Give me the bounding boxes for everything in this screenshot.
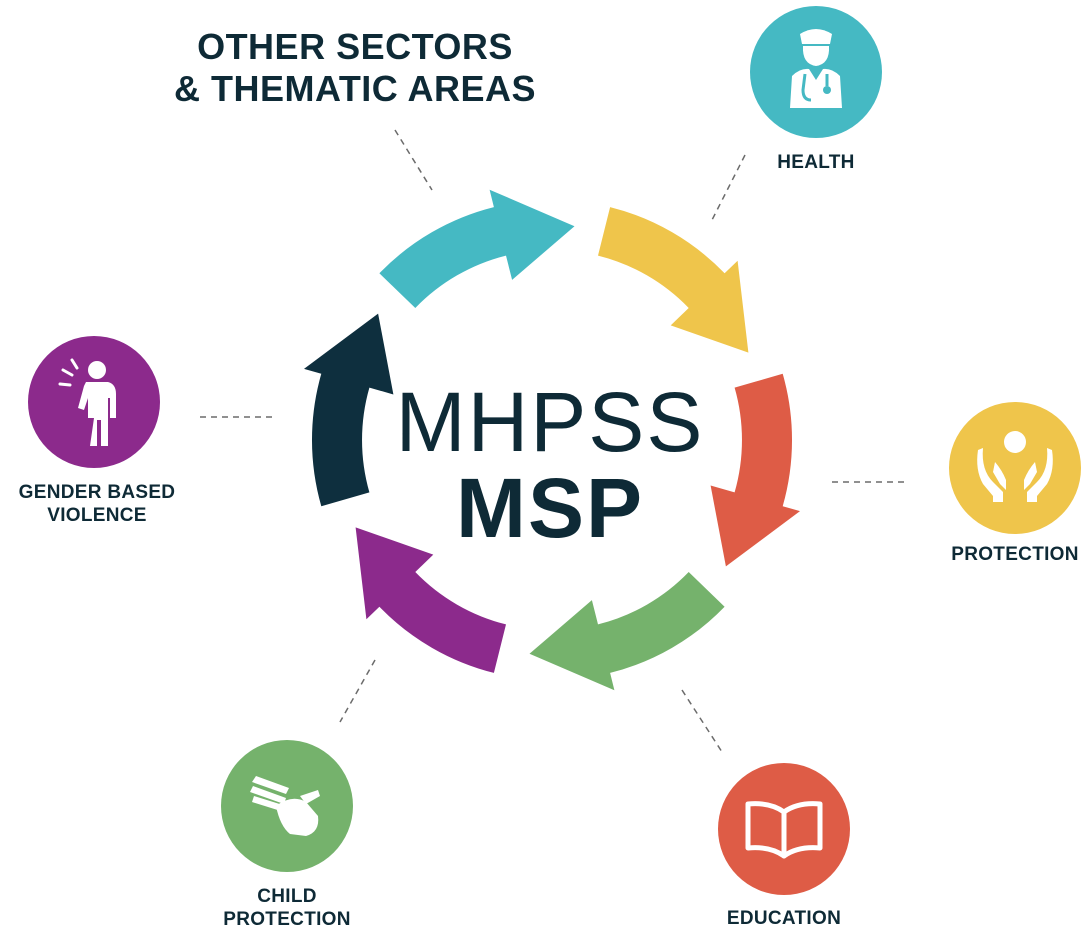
holding-hands-icon bbox=[250, 776, 320, 836]
cycle-segment-gender-based-violence bbox=[355, 527, 506, 673]
education-node bbox=[718, 763, 850, 895]
protection-circle bbox=[949, 402, 1081, 534]
health-node bbox=[750, 6, 882, 138]
protection-label: PROTECTION bbox=[951, 544, 1079, 565]
connector-education bbox=[681, 689, 723, 753]
child-protection-node bbox=[221, 740, 353, 872]
cycle-segment-education bbox=[710, 373, 800, 567]
gbv-node bbox=[28, 336, 160, 468]
connector-child-protection bbox=[339, 659, 376, 723]
cycle-segment-other-sectors bbox=[304, 313, 394, 507]
child-protection-label: CHILD PROTECTION bbox=[223, 886, 351, 930]
stethoscope-icon bbox=[801, 73, 829, 102]
stethoscope-bell-icon bbox=[823, 86, 831, 94]
center-title-msp: MSP bbox=[455, 461, 645, 555]
cycle-segment-protection bbox=[598, 207, 749, 353]
impact-lines-icon bbox=[58, 358, 79, 387]
connector-health bbox=[711, 154, 746, 221]
other-sectors-label: OTHER SECTORS & THEMATIC AREAS bbox=[174, 26, 536, 110]
education-label: EDUCATION bbox=[726, 908, 842, 929]
open-book-icon bbox=[745, 801, 823, 859]
struck-person-icon bbox=[78, 361, 116, 446]
cycle-segment-child-protection bbox=[529, 572, 725, 691]
connector-other bbox=[394, 129, 433, 191]
health-circle bbox=[750, 6, 882, 138]
cycle-segment-health bbox=[379, 189, 575, 308]
health-label: HEALTH bbox=[777, 152, 855, 173]
protection-node bbox=[949, 402, 1081, 534]
connector-lines bbox=[200, 129, 905, 753]
cycle-ring bbox=[304, 189, 800, 691]
center-title-mhpss: MHPSS bbox=[395, 375, 705, 469]
gbv-label: GENDER BASED VIOLENCE bbox=[18, 482, 176, 526]
protecting-hands-icon bbox=[977, 431, 1053, 502]
